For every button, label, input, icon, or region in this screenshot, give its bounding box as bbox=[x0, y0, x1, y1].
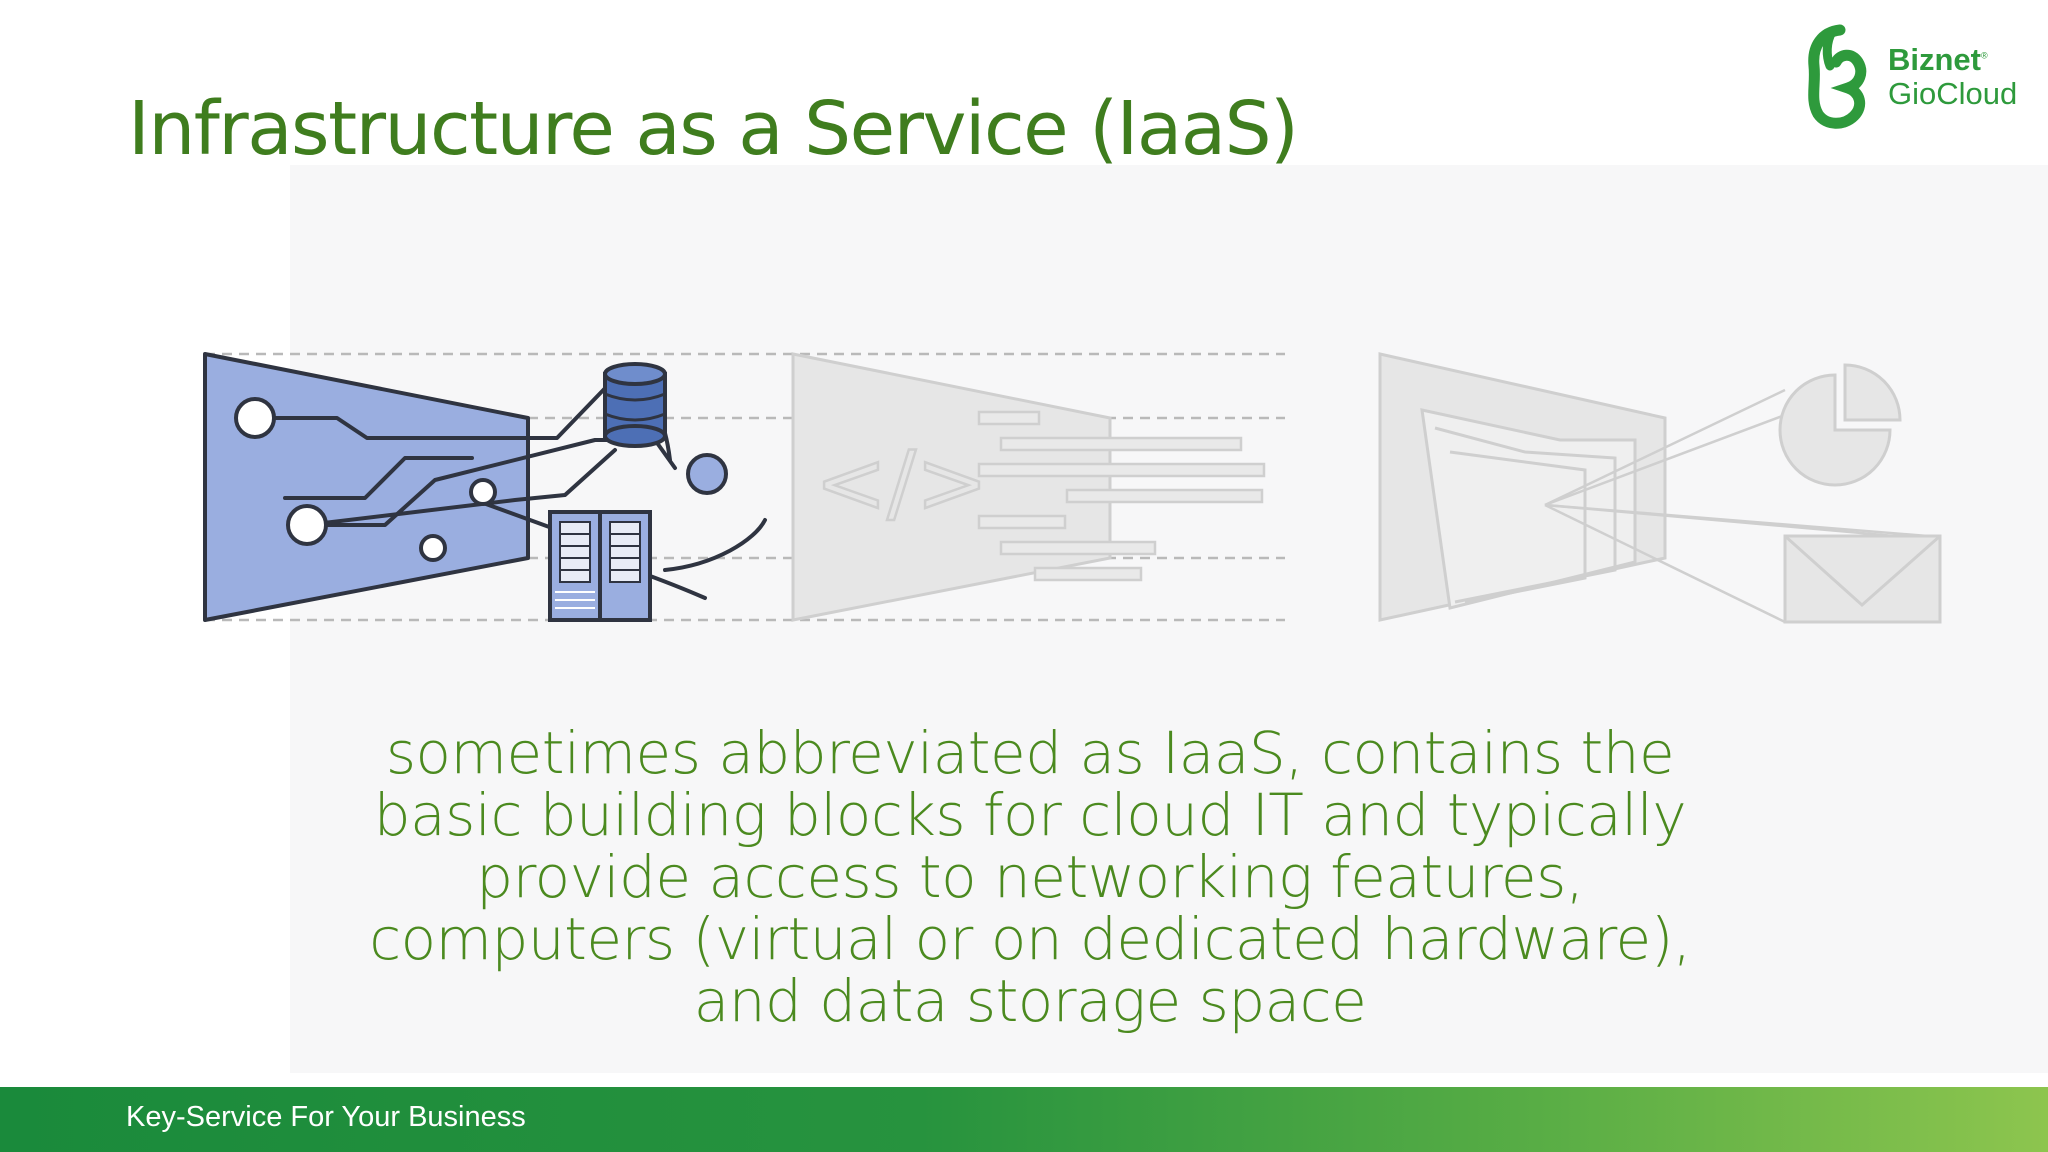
iaas-description: sometimes abbreviated as IaaS, contains … bbox=[369, 719, 1691, 1035]
envelope-icon bbox=[1783, 534, 1942, 624]
code-symbol: </> bbox=[815, 433, 988, 533]
code-icon: </> bbox=[791, 352, 1266, 622]
registered-mark: ® bbox=[1981, 50, 1988, 61]
network-circuit-icon bbox=[203, 352, 767, 622]
browser-window-icon bbox=[1378, 352, 1941, 624]
pie-chart-icon bbox=[1778, 363, 1902, 487]
database-icon bbox=[603, 362, 667, 448]
footer-bar: Key-Service For Your Business bbox=[0, 1087, 2048, 1152]
iaas-illustration: </> bbox=[203, 352, 1942, 624]
logo-text-giocloud: GioCloud bbox=[1888, 76, 2018, 111]
logo-text-biznet: Biznet® bbox=[1888, 42, 1988, 77]
server-rack-icon bbox=[548, 510, 652, 622]
biznet-logo-mark-icon bbox=[1808, 24, 1867, 129]
biznet-giocloud-logo: Biznet® GioCloud bbox=[1792, 22, 2028, 132]
footer-tagline: Key-Service For Your Business bbox=[126, 1101, 526, 1133]
page-title: Infrastructure as a Service (IaaS) bbox=[128, 86, 1299, 172]
